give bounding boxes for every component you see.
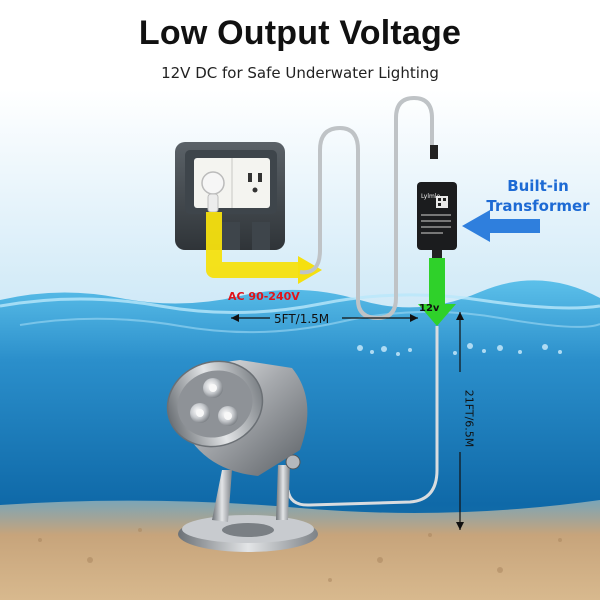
transformer-callout-line2: Transformer [486, 197, 590, 215]
transformer-box-icon [417, 145, 457, 258]
callout-arrow [462, 210, 540, 242]
cable-length-5ft-label: 5FT/1.5M [274, 312, 330, 326]
transformer-brand-label: Lylmle [421, 193, 441, 200]
plug-icon [201, 171, 225, 213]
input-voltage-label: AC 90-240V [228, 290, 300, 303]
cable-to-transformer [299, 95, 434, 321]
underwater-spotlight-icon [166, 360, 318, 552]
cable-length-21ft-label: 21FT/6.5M [462, 389, 476, 448]
outlet-icon [175, 142, 285, 250]
output-voltage-label: 12v [419, 303, 440, 314]
sand-floor [0, 500, 600, 600]
sand-texture [38, 528, 562, 582]
bubbles [357, 343, 562, 356]
dimension-21ft [456, 312, 464, 530]
cable-to-light [286, 326, 439, 507]
transformer-callout: Built-in Transformer [480, 176, 596, 216]
dimension-5ft [231, 314, 418, 322]
dc-flow-arrow [429, 258, 445, 306]
page-title: Low Output Voltage [138, 14, 462, 52]
transformer-callout-line1: Built-in [507, 177, 569, 195]
water-surface-highlight [0, 293, 600, 315]
ac-flow-arrow [206, 212, 300, 278]
page-subtitle: 12V DC for Safe Underwater Lighting [161, 64, 439, 82]
